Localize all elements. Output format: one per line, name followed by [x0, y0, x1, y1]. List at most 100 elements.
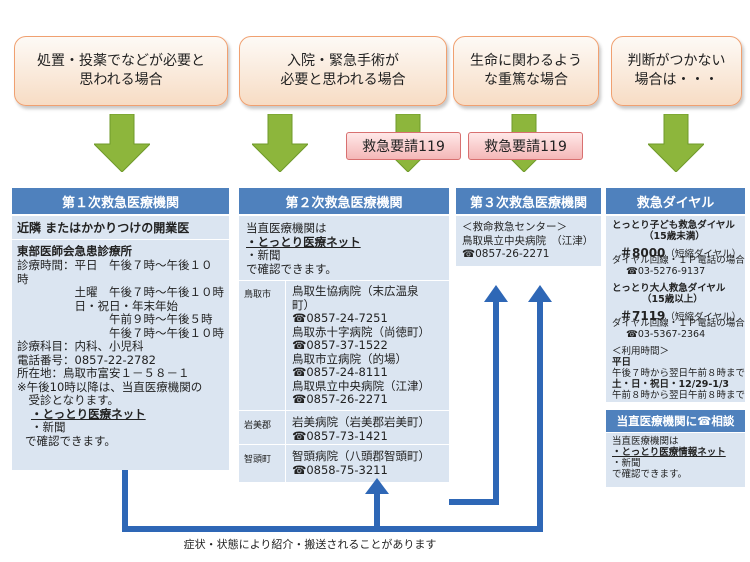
area-label: 岩美郡	[244, 421, 272, 431]
flow-line	[449, 300, 499, 505]
adult-tel: ☎03-5367-2364	[626, 329, 706, 340]
dial-info: とっとり子ども救急ダイヤル （15歳未満） ＃8000（短縮ダイヤル） ダイヤル…	[612, 220, 745, 401]
consult-content: 当直医療機関は ・とっとり医療情報ネット ・新聞 で確認できます。	[612, 436, 726, 480]
hospital-line: ☎0857-73-1421	[292, 428, 388, 443]
hospital-line: 町）	[292, 297, 315, 312]
adult-dial-title: とっとり大人救急ダイヤル	[612, 283, 726, 294]
area-label: 智頭町	[244, 455, 272, 465]
col2-panel	[239, 216, 449, 482]
child-dial-age: （15歳未満）	[644, 231, 705, 242]
hospital-line: ☎0857-37-1522	[292, 338, 388, 352]
down-arrow-icon	[252, 114, 308, 172]
child-short-number: ＃8000	[620, 246, 666, 260]
weekend-label: 土・日・祝日・12/29-1/3	[612, 379, 730, 390]
hospital-line: 鳥取市立病院（的場）	[292, 351, 407, 366]
col4-header: 救急ダイヤル	[606, 188, 745, 214]
arrow-head-icon	[484, 285, 508, 302]
col2-intro-line: 当直医療機関は	[246, 221, 327, 235]
clinic-line: 土曜 午後７時～午後１０時	[17, 285, 224, 299]
col1-header: 第１次救急医療機関	[12, 188, 229, 214]
col1-news: ・新聞	[31, 420, 66, 434]
hospital-line: ☎0857-24-7251	[292, 311, 388, 325]
adult-alt-note: ダイヤル回線・ＩＰ電話の場合	[612, 318, 745, 329]
situation-line: 場合は・・・	[634, 72, 719, 88]
col3-content: ＜救命救急センター＞ 鳥取県立中央病院 （江津） ☎0857-26-2271	[462, 221, 593, 262]
clinic-line: ※午後10時以降は、当直医療機関の	[17, 379, 203, 394]
col1-net-link[interactable]: ・とっとり医療ネット	[31, 406, 146, 421]
clinic-line: 診療時間：平日 午後７時～午後１０	[17, 258, 213, 272]
adult-short-note: （短縮ダイヤル）	[665, 312, 742, 323]
divider	[239, 280, 449, 281]
adult-short-number: ＃7119	[620, 309, 666, 323]
hospital-line: 鳥取生協病院（末広温泉	[292, 284, 419, 298]
child-short-row: ＃8000（短縮ダイヤル）	[612, 242, 745, 260]
col2-header: 第２次救急医療機関	[239, 188, 449, 214]
divider	[239, 444, 449, 445]
clinic-line: 午後７時～午後１０時	[17, 325, 224, 340]
area-hospitals-chizu: 智頭病院（八頭郡智頭町） ☎0858-75-3211	[292, 449, 430, 477]
flow-line	[122, 470, 380, 532]
down-arrow-icon	[648, 114, 704, 172]
col2-confirm: で確認できます。	[246, 261, 337, 276]
situation-box-3: 生命に関わるよう な重篤な場合	[453, 36, 599, 106]
divider	[285, 280, 286, 482]
clinic-line: 診療科目：内科、小児科	[17, 339, 144, 353]
weekend-hours: 午前８時から翌日午前８時まで	[612, 390, 746, 401]
area-label: 鳥取市	[244, 290, 272, 300]
consult-net-link[interactable]: ・とっとり医療情報ネット	[612, 447, 726, 458]
clinic-line: 時	[17, 271, 29, 286]
col1-confirm: で確認できます。	[25, 433, 116, 448]
emergency-call-badge: 救急要請119	[468, 132, 583, 160]
flow-line	[377, 300, 543, 532]
col1-title: 近隣 またはかかりつけの開業医	[17, 221, 190, 235]
hospital-line: ☎0857-24-8111	[292, 365, 388, 379]
emergency-call-badge: 救急要請119	[346, 132, 461, 160]
consult-panel	[606, 433, 745, 487]
adult-short-row: ＃7119（短縮ダイヤル）	[612, 305, 745, 323]
consult-intro: 当直医療機関は	[612, 436, 679, 447]
col4-panel	[606, 216, 745, 402]
clinic-line: 所在地：鳥取市富安１－５８－１	[17, 366, 190, 380]
consult-news: ・新聞	[612, 458, 641, 469]
area-hospitals-iwami: 岩美病院（岩美郡岩美町） ☎0857-73-1421	[292, 415, 430, 443]
clinic-name: 東部医師会急患診療所	[17, 244, 132, 258]
clinic-line: 午前９時～午後５時	[17, 312, 213, 326]
hospital-line: ☎0858-75-3211	[292, 462, 388, 477]
arrow-head-icon	[528, 285, 552, 302]
divider	[12, 239, 229, 240]
col2-intro: 当直医療機関は ・とっとり医療ネット ・新聞 で確認できます。	[246, 221, 361, 276]
col3-panel	[456, 216, 601, 266]
situation-line: 生命に関わるよう	[470, 53, 582, 69]
clinic-line: 電話番号：0857-22-2782	[17, 352, 156, 367]
adult-dial-age: （15歳以上）	[642, 294, 703, 305]
situation-box-2: 入院・緊急手術が 必要と思われる場合	[239, 36, 447, 106]
consult-confirm: で確認できます。	[612, 469, 688, 480]
hospital-line: 鳥取赤十字病院（尚徳町）	[292, 324, 430, 339]
divider	[239, 410, 449, 411]
clinic-details: 診療時間：平日 午後７時～午後１０ 時 土曜 午後７時～午後１０時 日・祝日・年…	[17, 258, 224, 448]
col3-header: 第３次救急医療機関	[456, 188, 601, 214]
clinic-line: 受診となります。	[17, 393, 120, 407]
hours-title: ＜利用時間＞	[612, 346, 670, 357]
situation-line: 入院・緊急手術が	[287, 53, 399, 69]
situation-line: な重篤な場合	[484, 72, 568, 88]
referral-note: 症状・状態により紹介・搬送されることがあります	[183, 538, 437, 551]
situation-line: 処置・投薬でなどが必要と	[37, 53, 205, 69]
col2-net-link[interactable]: ・とっとり医療ネット	[246, 234, 361, 249]
child-short-note: （短縮ダイヤル）	[665, 249, 742, 260]
col2-news: ・新聞	[246, 248, 281, 262]
rescue-hospital: 鳥取県立中央病院 （江津）	[462, 234, 594, 247]
child-dial-title: とっとり子ども救急ダイヤル	[612, 220, 735, 231]
situation-box-1: 処置・投薬でなどが必要と 思われる場合	[14, 36, 228, 106]
situation-line: 判断がつかない	[627, 53, 726, 69]
weekday-hours: 午後７時から翌日午前８時まで	[612, 368, 746, 379]
situation-line: 思われる場合	[79, 72, 163, 88]
down-arrow-icon	[94, 114, 150, 172]
rescue-phone: ☎0857-26-2271	[462, 248, 550, 260]
child-alt-note: ダイヤル回線・ＩＰ電話の場合	[612, 255, 745, 266]
situation-line: 必要と思われる場合	[280, 72, 406, 88]
arrow-head-icon	[365, 478, 389, 494]
hospital-line: 岩美病院（岩美郡岩美町）	[292, 415, 430, 429]
rescue-center-label: ＜救命救急センター＞	[462, 221, 567, 233]
